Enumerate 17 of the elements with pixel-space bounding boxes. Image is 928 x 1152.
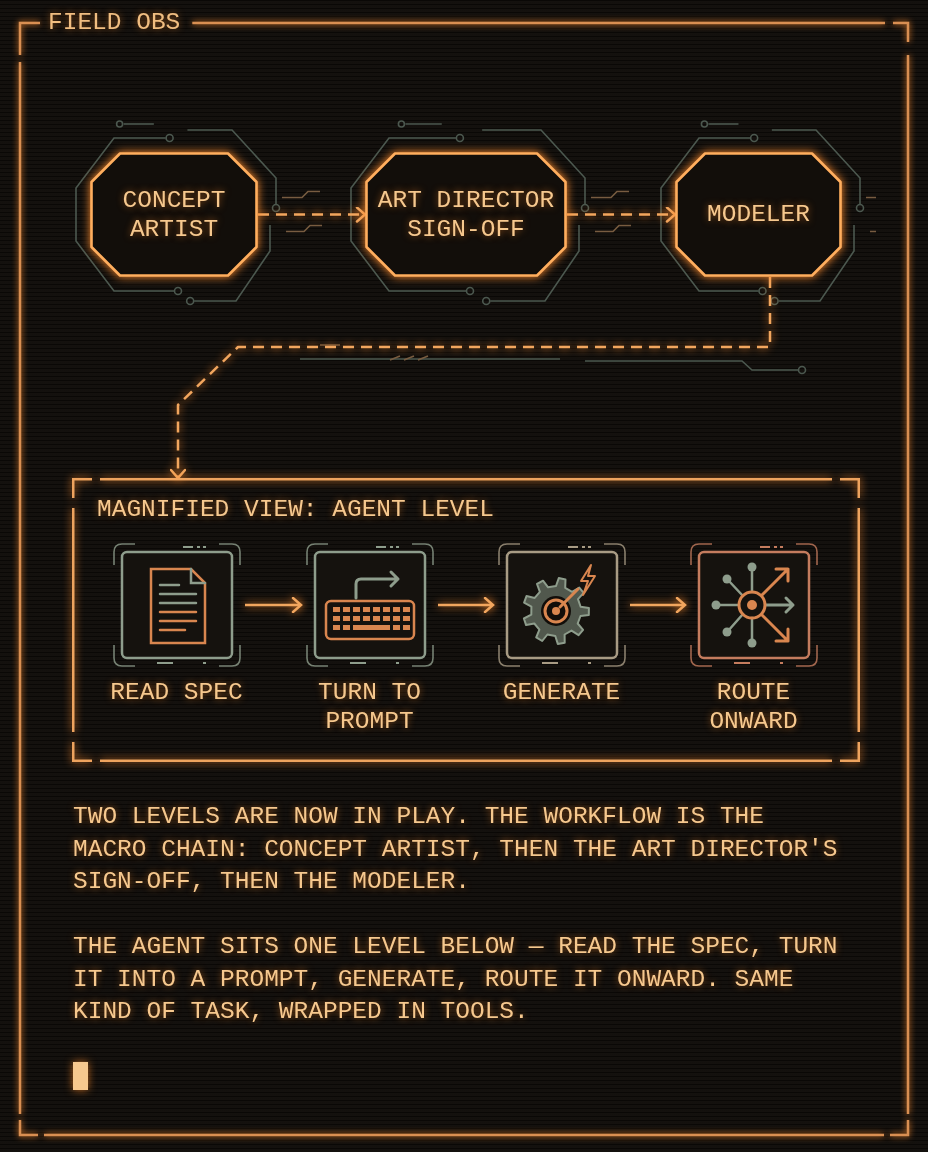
dashed-arrow bbox=[258, 206, 367, 223]
step-label: READ SPEC bbox=[110, 678, 243, 707]
step-label: TURN TO PROMPT bbox=[317, 678, 422, 736]
arrow bbox=[245, 596, 303, 614]
page-title: FIELD OBS bbox=[48, 9, 181, 37]
node-label: ART DIRECTOR SIGN-OFF bbox=[376, 185, 556, 244]
body-paragraph: THE AGENT SITS ONE LEVEL BELOW — READ THE SPEC, TURN IT INTO A PROMPT, GENERATE, ROUTE IT ONWARD. SAME KIND OF TASK, WRAPPED IN TOOLS. bbox=[73, 932, 839, 1027]
dashed-arrow bbox=[567, 206, 677, 223]
panel-title: MAGNIFIED VIEW: AGENT LEVEL bbox=[97, 495, 494, 524]
arrow bbox=[630, 596, 687, 614]
step-label: GENERATE bbox=[502, 678, 621, 707]
body-paragraph: TWO LEVELS ARE NOW IN PLAY. THE WORKFLOW IS THE MACRO CHAIN: CONCEPT ARTIST, THEN THE ART DIRECTOR'S SIGN-OFF, THEN THE MODELER. bbox=[73, 802, 839, 897]
arrow bbox=[438, 596, 495, 614]
dashed-arrow bbox=[169, 277, 772, 480]
step-label: ROUTE ONWARD bbox=[708, 678, 799, 736]
node-label: CONCEPT ARTIST bbox=[121, 185, 227, 244]
node-label: MODELER bbox=[707, 200, 810, 229]
